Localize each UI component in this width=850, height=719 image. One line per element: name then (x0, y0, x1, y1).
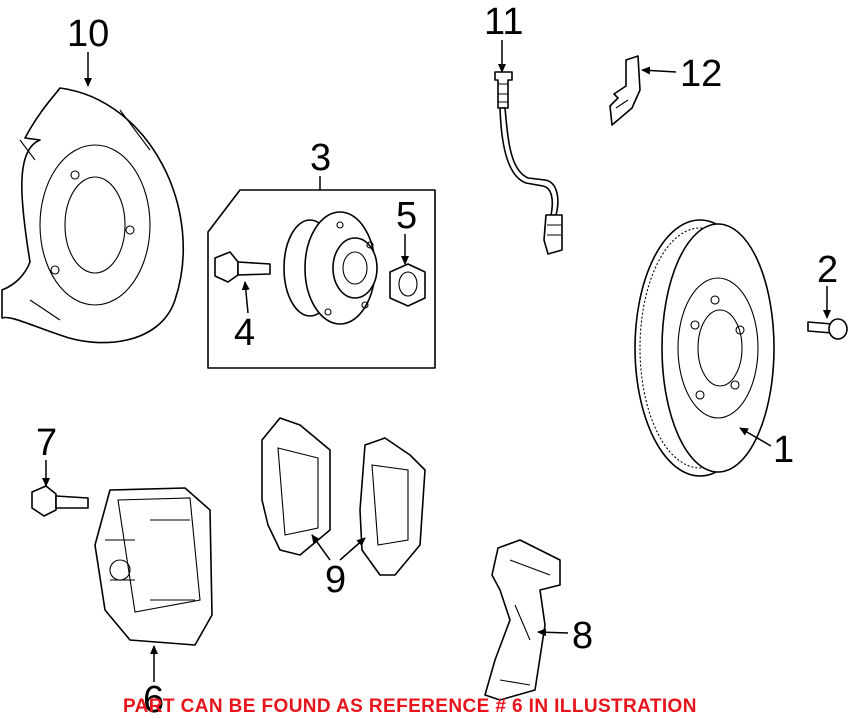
callout-11: 11 (484, 1, 523, 43)
callout-7: 7 (36, 422, 57, 464)
caliper-bracket-part (484, 539, 561, 701)
axle-nut-part (389, 263, 426, 307)
callout-3: 3 (310, 137, 331, 179)
callout-1: 1 (773, 429, 794, 471)
callout-9: 9 (325, 559, 346, 601)
callout-6: 6 (143, 679, 164, 719)
brake-hose-part (494, 71, 563, 255)
reference-footnote: PART CAN BE FOUND AS REFERENCE # 6 IN IL… (123, 696, 697, 717)
hub-bearing-part (283, 211, 378, 325)
brake-pads-part (261, 417, 426, 576)
caliper-bolt-part (31, 485, 89, 517)
brake-caliper-part (94, 487, 213, 646)
callout-10: 10 (67, 13, 109, 55)
hose-bracket-part (609, 55, 641, 126)
callout-8: 8 (572, 615, 593, 657)
hub-bolt-part (214, 251, 271, 283)
splash-shield-part (1, 87, 184, 344)
callout-12: 12 (680, 53, 722, 95)
leader-arrows (42, 40, 831, 682)
callout-5: 5 (396, 195, 417, 237)
rotor-screw-part (807, 318, 848, 340)
callout-4: 4 (234, 312, 255, 354)
callout-2: 2 (817, 249, 838, 291)
brake-rotor-part (634, 219, 775, 477)
